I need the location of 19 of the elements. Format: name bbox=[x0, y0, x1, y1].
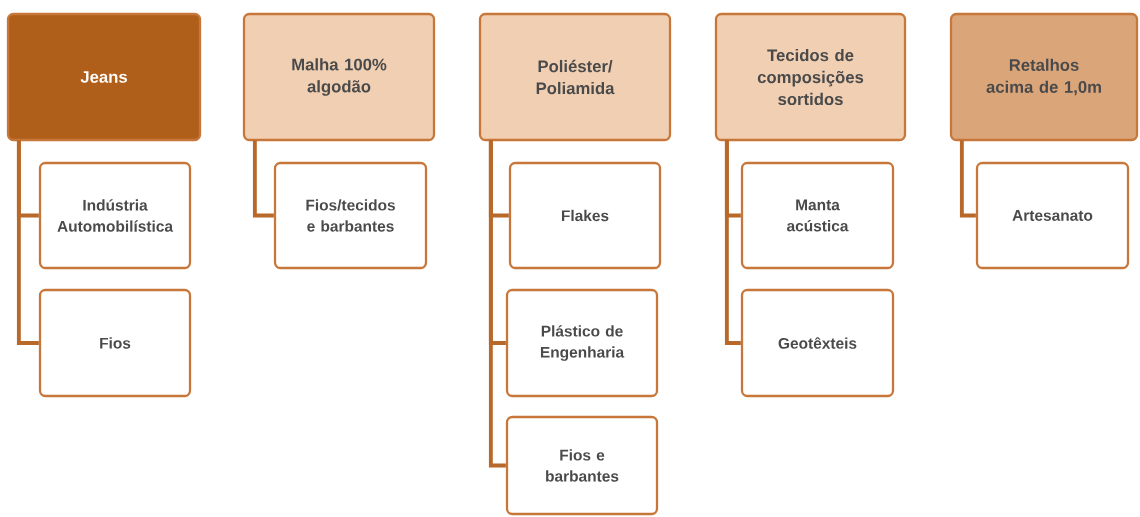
connector-line bbox=[252, 140, 274, 218]
category-box: Malha 100% algodão bbox=[242, 12, 436, 142]
item-box: Fios bbox=[38, 288, 192, 398]
item-box: Indústria Automobilística bbox=[38, 161, 192, 270]
category-box: Retalhos acima de 1,0m bbox=[949, 12, 1139, 142]
category-box: Tecidos de composições sortidos bbox=[714, 12, 907, 142]
category-box: Poliéster/ Poliamida bbox=[478, 12, 672, 142]
item-box: Fios e barbantes bbox=[505, 415, 659, 516]
connector-line bbox=[724, 140, 741, 345]
item-box: Flakes bbox=[508, 161, 662, 270]
item-box: Manta acústica bbox=[740, 161, 895, 270]
item-box: Geotêxteis bbox=[740, 288, 895, 398]
category-box: Jeans bbox=[6, 12, 202, 142]
item-box: Artesanato bbox=[975, 161, 1130, 270]
connector-line bbox=[959, 140, 976, 218]
connector-line bbox=[16, 140, 39, 345]
connector-line bbox=[488, 140, 506, 468]
item-box: Fios/tecidos e barbantes bbox=[273, 161, 428, 270]
item-box: Plástico de Engenharia bbox=[505, 288, 659, 398]
